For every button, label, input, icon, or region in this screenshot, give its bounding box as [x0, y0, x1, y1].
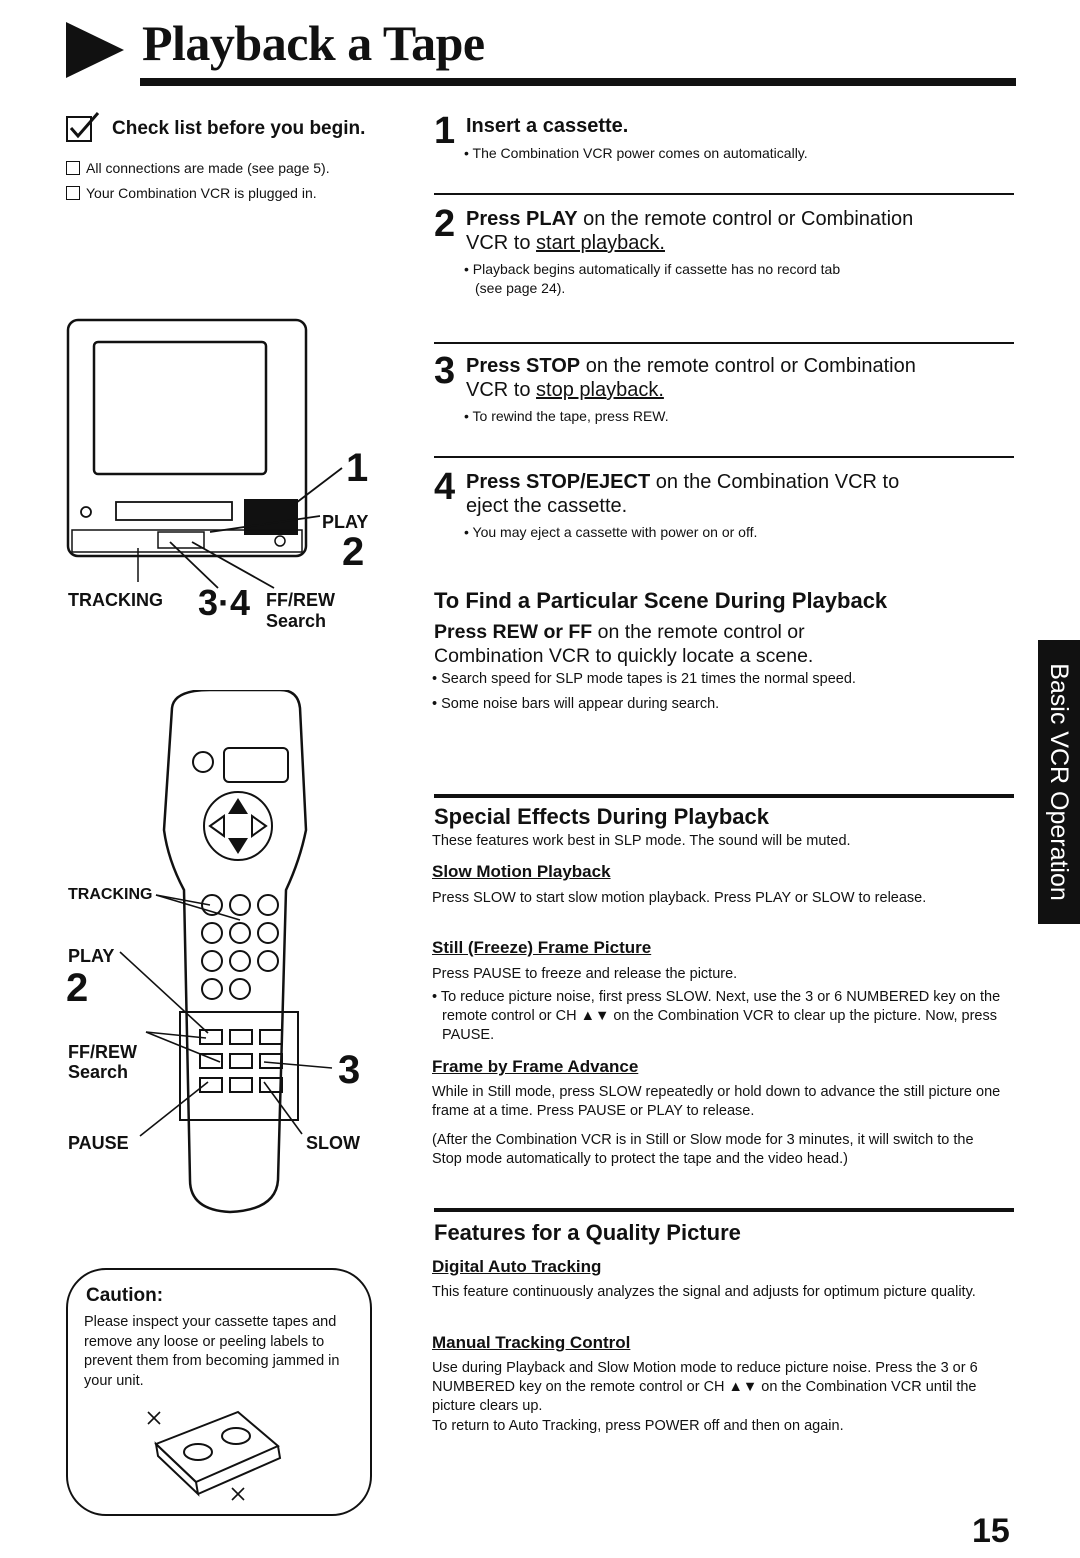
divider: [434, 342, 1014, 344]
callout-search: Search: [266, 611, 327, 631]
remote-control-illustration: [119, 690, 333, 1214]
callout-pause-remote: PAUSE: [68, 1133, 129, 1153]
caution-title: Caution:: [86, 1285, 164, 1306]
special-effects-note: (After the Combination VCR is in Still o…: [432, 1132, 974, 1167]
callout-tracking: TRACKING: [68, 590, 163, 610]
callout-ffrew: FF/REW: [266, 590, 335, 610]
divider: [434, 456, 1014, 458]
checklist-heading: Check list before you begin.: [112, 118, 366, 139]
step-number: 1: [434, 110, 456, 152]
checkbox-icon: [66, 161, 80, 175]
caution-text: Please inspect your cassette tapes and r…: [84, 1314, 340, 1389]
callout-1: 1: [346, 446, 369, 490]
cassette-tape-icon: [147, 1410, 282, 1501]
checkbox-icon: [66, 186, 80, 200]
find-scene-bullet: • Some noise bars will appear during sea…: [432, 696, 720, 712]
divider: [434, 193, 1014, 195]
auto-tracking-text: This feature continuously analyzes the s…: [432, 1284, 976, 1300]
callout-2: 2: [342, 530, 365, 574]
step-number: 2: [434, 203, 456, 245]
step-number: 3: [434, 350, 456, 392]
manual-tracking-text: Use during Playback and Slow Motion mode…: [432, 1360, 978, 1414]
section-side-tab: Basic VCR Operation: [1038, 640, 1080, 924]
caution-box: [66, 1268, 372, 1516]
still-frame-text: Press PAUSE to freeze and release the pi…: [432, 966, 738, 982]
frame-advance-text: While in Still mode, press SLOW repeated…: [432, 1084, 1001, 1119]
callout-tracking-remote: TRACKING: [68, 886, 153, 903]
callout-play: PLAY: [322, 512, 369, 532]
special-effects-heading: Special Effects During Playback: [434, 804, 770, 829]
find-scene-heading: To Find a Particular Scene During Playba…: [434, 588, 888, 613]
section-rule: [434, 1208, 1014, 1212]
special-effects-intro: These features work best in SLP mode. Th…: [432, 833, 851, 849]
manual-tracking-text-2: To return to Auto Tracking, press POWER …: [432, 1418, 844, 1434]
quality-heading: Features for a Quality Picture: [434, 1220, 741, 1245]
checklist-item: All connections are made (see page 5).: [66, 160, 330, 176]
page-number: 15: [972, 1512, 1010, 1550]
page-title: Playback a Tape: [142, 15, 485, 71]
slow-motion-title: Slow Motion Playback: [432, 862, 611, 881]
still-frame-bullet: • To reduce picture noise, first press S…: [432, 989, 1001, 1043]
checkmark-box-icon: [66, 112, 100, 142]
title-rule: [140, 78, 1016, 86]
callout-search-remote: Search: [68, 1062, 129, 1082]
section-rule: [434, 794, 1014, 798]
step-4: 4 Press STOP/EJECT on the Combination VC…: [434, 466, 900, 540]
auto-tracking-title: Digital Auto Tracking: [432, 1257, 602, 1276]
callout-2-remote: 2: [66, 966, 89, 1010]
slow-motion-text: Press SLOW to start slow motion playback…: [432, 890, 927, 906]
still-frame-title: Still (Freeze) Frame Picture: [432, 938, 652, 957]
callout-slow-remote: SLOW: [306, 1133, 360, 1153]
frame-advance-title: Frame by Frame Advance: [432, 1057, 639, 1076]
callout-3-4: 3·4: [198, 582, 251, 623]
find-scene-bullet: • Search speed for SLP mode tapes is 21 …: [432, 671, 856, 687]
callout-play-remote: PLAY: [68, 946, 115, 966]
manual-tracking-title: Manual Tracking Control: [432, 1333, 631, 1352]
step-2: 2 Press PLAY on the remote control or Co…: [434, 203, 914, 296]
step-1: 1 Insert a cassette. • The Combination V…: [434, 110, 808, 161]
title-arrow-icon: [66, 22, 124, 78]
callout-ffrew-remote: FF/REW: [68, 1042, 137, 1062]
callout-3-remote: 3: [338, 1048, 361, 1092]
checklist-item: Your Combination VCR is plugged in.: [66, 185, 317, 201]
step-3: 3 Press STOP on the remote control or Co…: [434, 350, 916, 424]
step-number: 4: [434, 466, 456, 508]
tv-vcr-illustration: [66, 318, 343, 589]
find-scene-text: Press REW or FF on the remote control or…: [434, 621, 814, 667]
